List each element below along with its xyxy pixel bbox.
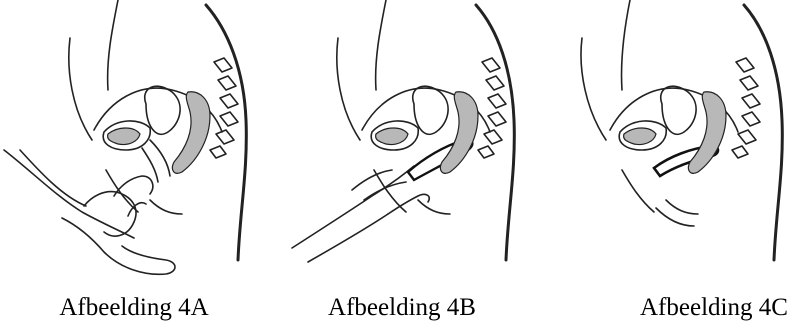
figure-caption-4c: Afbeelding 4C (640, 293, 804, 323)
figure-caption-4a: Afbeelding 4A (0, 293, 268, 323)
anatomy-illustration-4c (536, 0, 804, 290)
anatomy-illustration-4a (0, 0, 268, 290)
anatomy-illustration-4b (268, 0, 536, 290)
figure-caption-4b: Afbeelding 4B (268, 293, 536, 323)
figure-4c: Afbeelding 4C (536, 0, 804, 329)
figure-4a: Afbeelding 4A (0, 0, 268, 329)
figure-4b: Afbeelding 4B (268, 0, 536, 329)
